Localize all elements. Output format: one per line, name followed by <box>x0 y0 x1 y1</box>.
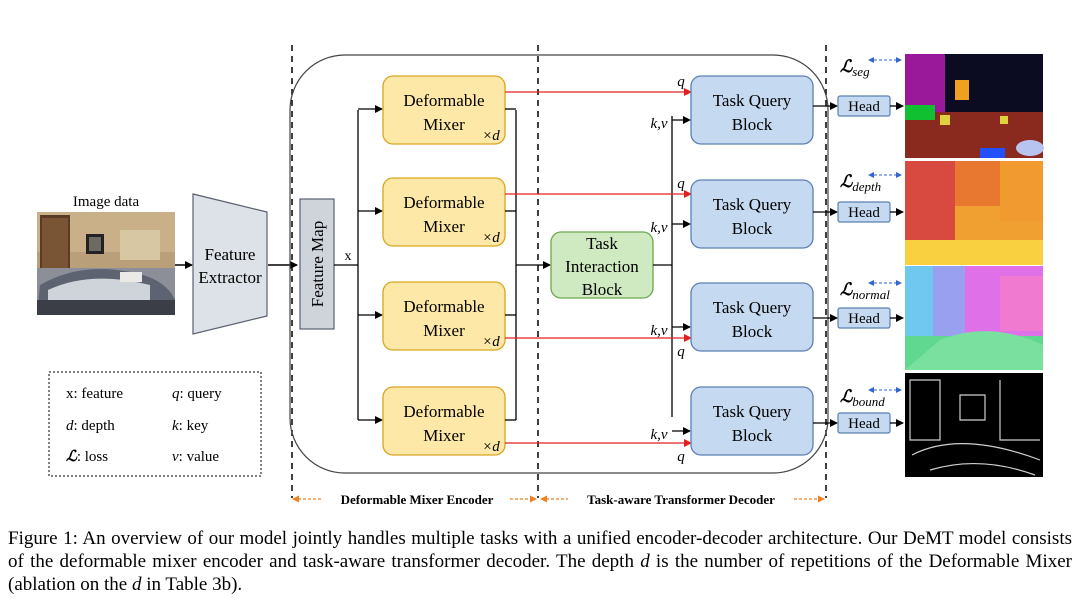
task-query-label-line1: Task Query <box>713 195 792 214</box>
loss-label-seg: ℒseg <box>840 57 870 79</box>
legend-item: x: feature <box>66 386 123 402</box>
decoder-section-label: Task-aware Transformer Decoder <box>587 492 775 507</box>
caption-text-3: in Table 3b). <box>141 574 243 595</box>
kv-label: k,v <box>650 323 667 339</box>
loss-label-normal: ℒnormal <box>840 280 890 302</box>
kv-label: k,v <box>650 116 667 132</box>
legend-item: ℒ: loss <box>66 449 108 465</box>
mixer-label-line2: Mixer <box>423 115 465 134</box>
legend-item: q: query <box>172 386 222 402</box>
q-label: q <box>677 74 685 90</box>
output-seg-image <box>905 54 1044 158</box>
mixer-label-line1: Deformable <box>403 91 484 110</box>
deformable-mixer-block <box>382 75 506 145</box>
head-label: Head <box>848 416 880 432</box>
mixer-label-line1: Deformable <box>403 297 484 316</box>
mixer-repeat-label: ×d <box>482 230 500 246</box>
legend-box <box>48 371 262 477</box>
feature-map-block <box>299 198 335 330</box>
feature-map-label: Feature Map <box>308 221 327 307</box>
head-label: Head <box>848 99 880 115</box>
output-depth-image <box>905 161 1043 265</box>
feature-extractor-line1: Feature <box>205 245 256 264</box>
feature-extractor-block <box>192 193 268 335</box>
model-container <box>289 54 829 474</box>
task-query-block <box>690 282 814 352</box>
mixer-label-line1: Deformable <box>403 402 484 421</box>
head-label: Head <box>848 205 880 221</box>
input-image <box>37 212 175 315</box>
task-query-label-line2: Block <box>732 426 773 445</box>
mixer-label-line2: Mixer <box>423 321 465 340</box>
task-query-block <box>690 75 814 145</box>
task-interaction-line3: Block <box>582 280 623 299</box>
encoder-section-label: Deformable Mixer Encoder <box>341 492 494 507</box>
task-query-block <box>690 386 814 456</box>
x-label: x <box>345 249 352 264</box>
kv-label: k,v <box>650 427 667 443</box>
mixer-label-line1: Deformable <box>403 193 484 212</box>
task-query-label-line1: Task Query <box>713 298 792 317</box>
caption-d-symbol-2: d <box>132 574 142 595</box>
caption-text-1: Figure 1: An overview of our model joint… <box>8 528 1072 572</box>
task-query-label-line2: Block <box>732 322 773 341</box>
legend-item: v: value <box>172 449 219 465</box>
kv-label: k,v <box>650 220 667 236</box>
q-label: q <box>677 449 685 465</box>
deformable-mixer-block <box>382 386 506 456</box>
task-query-label-line1: Task Query <box>713 91 792 110</box>
loss-label-bound: ℒbound <box>840 387 885 409</box>
output-boundary-image <box>905 373 1043 477</box>
figure-caption: Figure 1: An overview of our model joint… <box>8 527 1072 596</box>
legend-item: d: depth <box>66 418 115 434</box>
mixer-repeat-label: ×d <box>482 439 500 455</box>
output-normal-image <box>905 266 1043 370</box>
caption-text-2: is the number of repetitions of the Defo… <box>8 551 1072 595</box>
task-query-block <box>690 179 814 249</box>
feature-extractor-line2: Extractor <box>198 268 262 287</box>
mixer-repeat-label: ×d <box>482 128 500 144</box>
deformable-mixer-block <box>382 281 506 351</box>
legend-item: k: key <box>172 418 209 434</box>
task-query-label-line2: Block <box>732 115 773 134</box>
task-query-label-line1: Task Query <box>713 402 792 421</box>
q-label: q <box>677 344 685 360</box>
task-query-label-line2: Block <box>732 219 773 238</box>
task-interaction-line1: Task <box>586 234 618 253</box>
deformable-mixer-block <box>382 177 506 247</box>
loss-label-depth: ℒdepth <box>840 172 881 194</box>
task-interaction-line2: Interaction <box>565 257 639 276</box>
mixer-label-line2: Mixer <box>423 217 465 236</box>
caption-d-symbol-1: d <box>640 551 650 572</box>
head-label: Head <box>848 311 880 327</box>
mixer-label-line2: Mixer <box>423 426 465 445</box>
mixer-repeat-label: ×d <box>482 334 500 350</box>
q-label: q <box>677 176 685 192</box>
image-data-label: Image data <box>73 194 140 210</box>
